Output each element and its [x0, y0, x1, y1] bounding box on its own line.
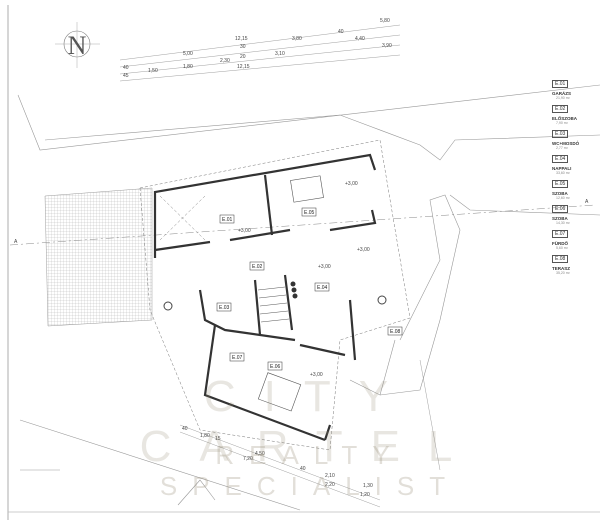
legend-name: GARÁZS — [552, 91, 571, 96]
svg-text:45: 45 — [123, 73, 129, 79]
legend-area: 33,60 m² — [556, 171, 570, 175]
legend-area: 2,77 m² — [556, 146, 568, 150]
watermark-brand: CITY CARTEL — [139, 372, 481, 471]
svg-text:40: 40 — [123, 65, 129, 71]
legend-code: E.07 — [552, 230, 569, 238]
svg-text:2,10: 2,10 — [325, 473, 335, 479]
column — [163, 301, 173, 311]
legend-name: FÜRDŐ — [552, 241, 568, 246]
room-e08-label: E.08 — [390, 329, 401, 335]
dimension-lines-top — [119, 24, 401, 82]
legend-name: TERASZ — [552, 266, 570, 271]
legend-area: 7,90 m² — [556, 121, 568, 125]
room-e07-label: E.07 — [232, 355, 243, 361]
legend-name: ELŐSZOBA — [552, 116, 578, 121]
room-e01-label: E.01 — [222, 217, 233, 223]
north-arrow-icon: N — [55, 22, 100, 68]
legend-code: E.03 — [552, 130, 569, 138]
svg-text:12,15: 12,15 — [237, 64, 250, 70]
section-line — [9, 204, 596, 246]
svg-text:3,10: 3,10 — [275, 51, 285, 57]
dimension-lines-bottom — [179, 359, 441, 508]
svg-text:7,20: 7,20 — [243, 456, 253, 462]
svg-text:+3,00: +3,00 — [345, 181, 358, 187]
garage-diagonals — [159, 195, 206, 241]
svg-text:1,50: 1,50 — [148, 68, 158, 74]
legend-name: NAPPALI — [552, 166, 572, 171]
legend-name: SZOBA — [552, 216, 568, 221]
svg-text:2,20: 2,20 — [325, 482, 335, 488]
legend-name: WC+MOSDÓ — [552, 141, 580, 146]
site-boundary — [17, 84, 600, 511]
legend-code: E.01 — [552, 80, 569, 88]
legend-code: E.06 — [552, 205, 569, 213]
section-label-left: A — [14, 239, 18, 245]
svg-text:+3,00: +3,00 — [318, 264, 331, 270]
legend-area: 14,30 m² — [556, 221, 570, 225]
column — [377, 295, 387, 305]
svg-text:40: 40 — [300, 466, 306, 472]
north-label: N — [68, 31, 87, 60]
dimension-labels-top: 12,15 5,00 3,80 5,80 4,40 3,90 40 30 20 … — [123, 18, 392, 79]
room-e04-label: E.04 — [317, 285, 328, 291]
room-e02-label: E.02 — [252, 264, 263, 270]
svg-text:+3,00: +3,00 — [357, 247, 370, 253]
svg-text:+3,00: +3,00 — [238, 228, 251, 234]
svg-text:30: 30 — [240, 44, 246, 50]
legend-code: E.05 — [552, 180, 569, 188]
legend-code: E.02 — [552, 105, 569, 113]
svg-text:4,40: 4,40 — [355, 36, 365, 42]
svg-text:1,20: 1,20 — [360, 492, 370, 498]
staircase — [257, 286, 290, 323]
svg-text:40: 40 — [182, 426, 188, 432]
room-labels: E.01 E.02 E.03 E.04 E.05 E.06 E.07 E.08 — [216, 207, 403, 371]
svg-text:1,80: 1,80 — [183, 64, 193, 70]
svg-text:3,80: 3,80 — [292, 36, 302, 42]
legend-area: 12,60 m² — [556, 196, 570, 200]
svg-text:15: 15 — [215, 436, 221, 442]
level-marks: +3,00 +3,00 +3,00 +3,00 +3,00 — [238, 181, 370, 378]
bed — [290, 175, 324, 203]
svg-text:5,00: 5,00 — [183, 51, 193, 57]
chimney — [290, 281, 298, 299]
svg-text:1,30: 1,30 — [363, 483, 373, 489]
svg-text:40: 40 — [338, 29, 344, 35]
bed — [257, 372, 302, 412]
svg-text:+3,00: +3,00 — [310, 372, 323, 378]
legend-area: 5,60 m² — [556, 246, 568, 250]
svg-text:4,50: 4,50 — [255, 451, 265, 457]
dimension-labels-bottom: 40 1,80 15 4,50 7,20 40 2,10 2,20 1,30 1… — [182, 426, 373, 498]
building-walls — [153, 153, 377, 442]
svg-text:20: 20 — [240, 54, 246, 60]
legend-area: 35,20 m² — [556, 271, 570, 275]
svg-text:12,15: 12,15 — [235, 36, 248, 42]
watermark-tagline: REALTY SPECIALIST — [159, 440, 461, 501]
svg-text:1,80: 1,80 — [200, 433, 210, 439]
legend-code: E.04 — [552, 155, 569, 163]
legend-code: E.08 — [552, 255, 569, 263]
legend-area: 21,90 m² — [556, 96, 570, 100]
svg-text:3,90: 3,90 — [382, 43, 392, 49]
svg-text:5,80: 5,80 — [380, 18, 390, 24]
room-e05-label: E.05 — [304, 210, 315, 216]
room-e06-label: E.06 — [270, 364, 281, 370]
svg-text:2,30: 2,30 — [220, 58, 230, 64]
paved-area — [44, 187, 153, 327]
section-label-right: A — [585, 199, 589, 205]
room-e03-label: E.03 — [219, 305, 230, 311]
legend-name: SZOBA — [552, 191, 568, 196]
